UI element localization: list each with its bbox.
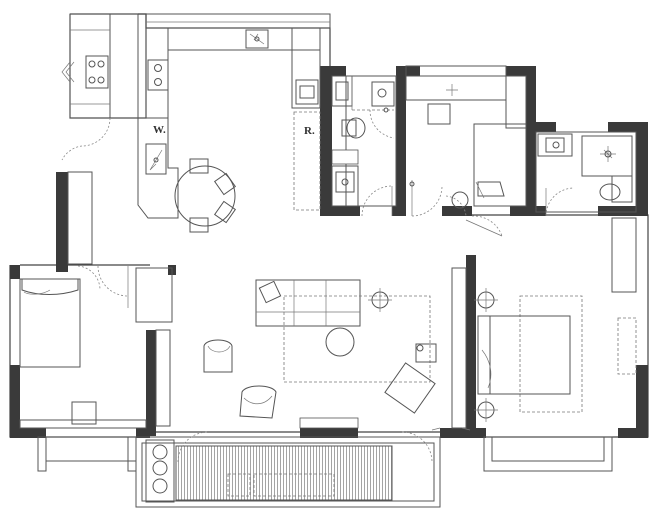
cooktop-icon: [154, 64, 162, 72]
master-bedroom: [474, 217, 637, 472]
dining-chair: [213, 200, 237, 224]
washer-label: W.: [153, 124, 166, 136]
plant-pot-icon: [152, 478, 168, 494]
fridge-label: R.: [304, 125, 315, 137]
structural-walls: [10, 66, 648, 438]
bedroom-top: [405, 65, 527, 237]
stove-burner-icon: [88, 60, 96, 68]
dining-chair: [189, 217, 209, 233]
plant-pot-icon: [152, 460, 168, 476]
bathroom-1: [331, 75, 397, 217]
round-table: [174, 165, 236, 227]
toilet-icon: [599, 183, 621, 201]
dining-chair: [189, 158, 209, 174]
dining-table: [174, 158, 237, 233]
dining-chair: [213, 172, 237, 196]
stove-burner-icon: [97, 60, 105, 68]
kitchen: R. W.: [137, 13, 331, 219]
round-side-table: [325, 327, 355, 357]
cooktop-icon: [154, 78, 162, 86]
stove-burner-icon: [97, 76, 105, 84]
bedroom-left: [19, 171, 173, 472]
south-balcony: [135, 417, 441, 508]
stove-burner-icon: [88, 76, 96, 84]
plant-pot-icon: [152, 444, 168, 460]
living-room: [155, 267, 471, 431]
utility-balcony: [61, 13, 147, 161]
bathroom-2: [535, 131, 637, 217]
toilet-icon: [346, 117, 366, 139]
